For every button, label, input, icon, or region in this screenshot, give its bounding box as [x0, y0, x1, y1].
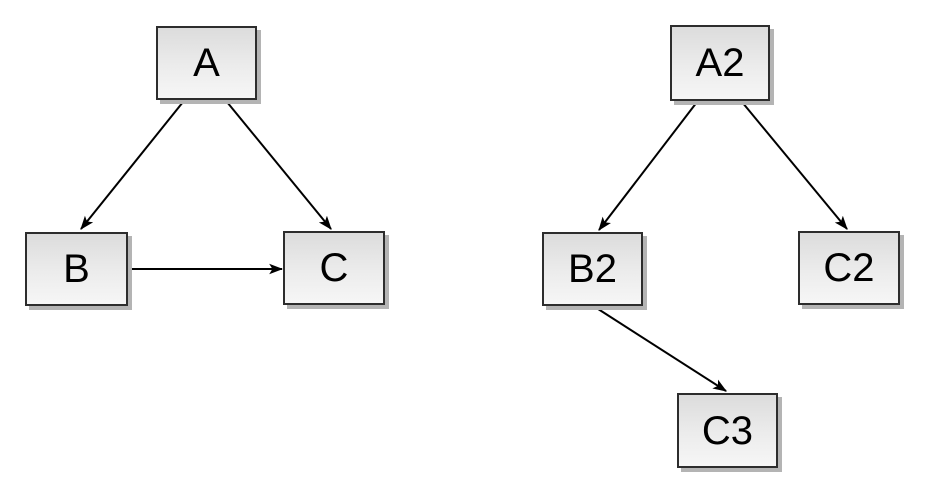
- node-c2[interactable]: C2: [798, 231, 900, 305]
- node-a-label: A: [193, 41, 220, 85]
- node-b2[interactable]: B2: [542, 232, 643, 306]
- node-a2[interactable]: A2: [670, 25, 770, 101]
- node-b[interactable]: B: [25, 232, 128, 306]
- node-b2-label: B2: [568, 247, 617, 291]
- node-c[interactable]: C: [283, 231, 385, 305]
- node-c-label: C: [319, 246, 349, 290]
- edge-b2-to-c3: [594, 306, 727, 392]
- node-c2-label: C2: [823, 246, 875, 290]
- node-a2-label: A2: [695, 41, 745, 85]
- edge-a2-to-b2: [598, 101, 698, 231]
- node-c3-label: C3: [701, 408, 754, 453]
- edge-a-to-c: [226, 101, 332, 230]
- edge-a2-to-c2: [741, 101, 848, 230]
- edge-a-to-b: [80, 101, 184, 230]
- node-b-label: B: [63, 247, 90, 291]
- node-c3[interactable]: C3: [677, 393, 778, 468]
- node-a[interactable]: A: [156, 26, 257, 100]
